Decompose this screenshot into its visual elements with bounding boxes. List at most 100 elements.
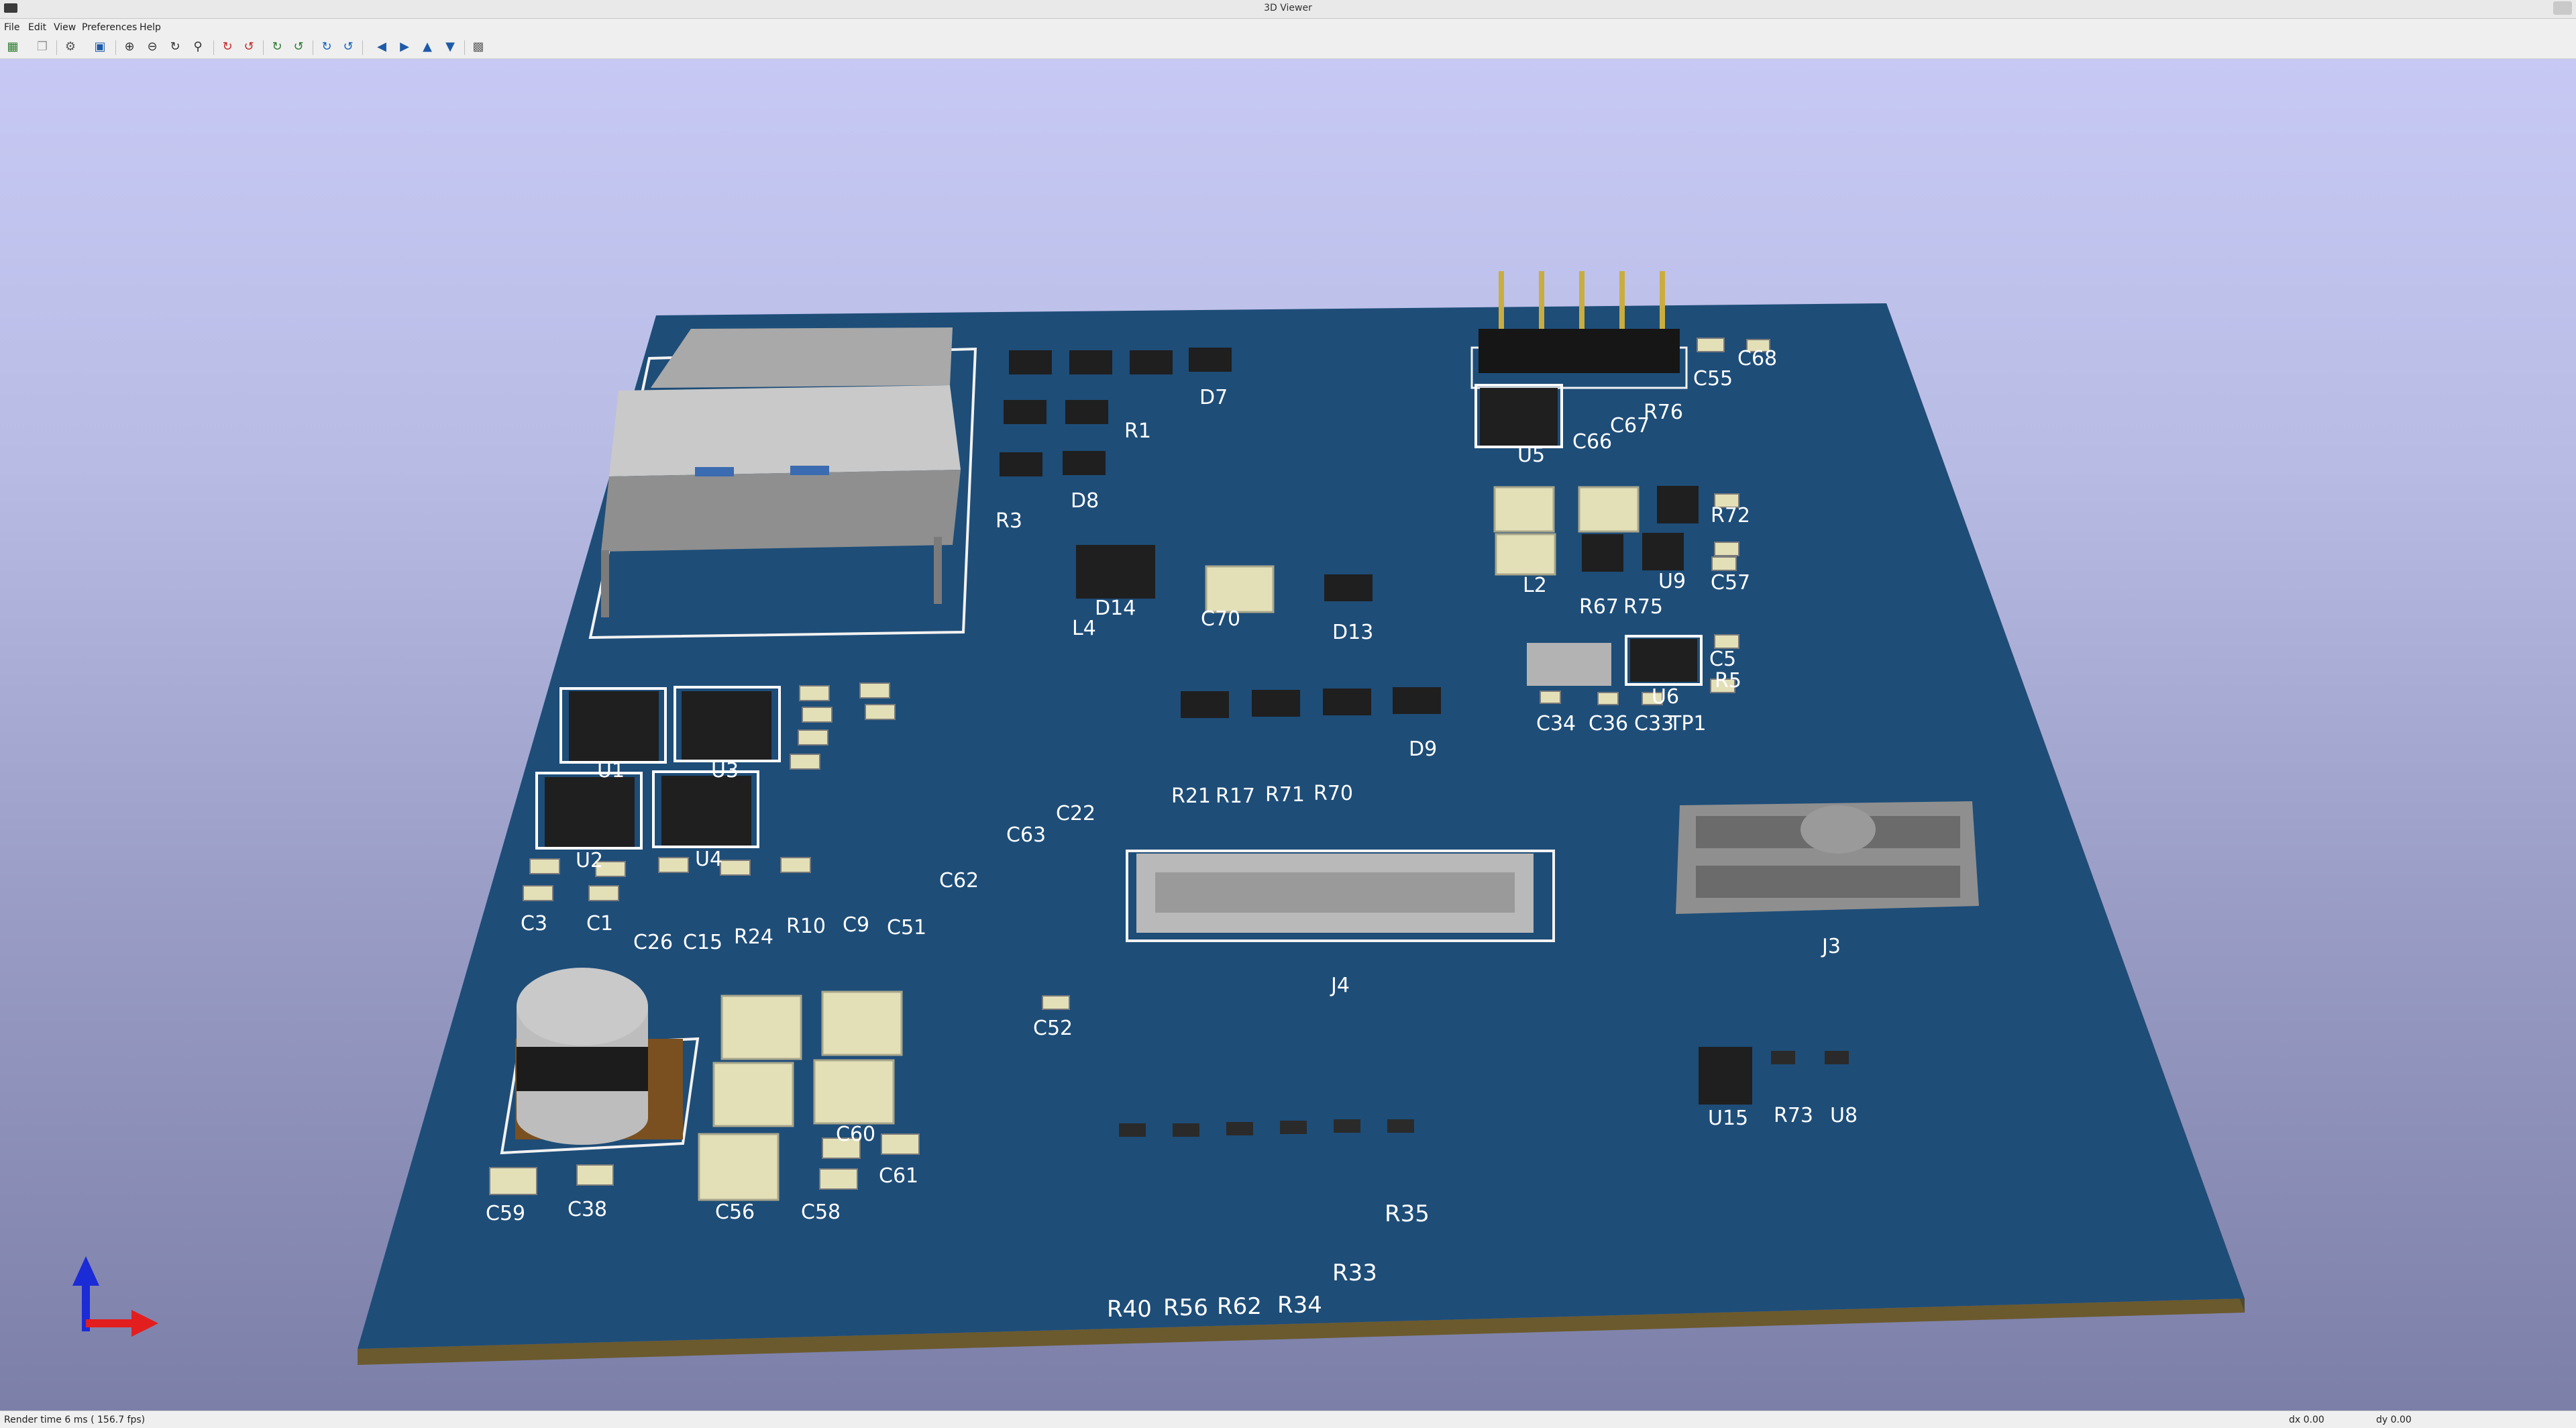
ref-d8: D8: [1071, 489, 1099, 513]
silkscreen-outlines: [535, 384, 1703, 850]
axis-gizmo: [72, 1256, 158, 1337]
ref-tp1: TP1: [1668, 712, 1707, 735]
ref-j3: J3: [1821, 935, 1841, 958]
orthographic-icon[interactable]: ▩: [472, 40, 484, 54]
capacitor-body: [720, 994, 802, 1060]
capacitor-body: [813, 1059, 895, 1125]
3d-viewport[interactable]: D7 R1 R3 D8 U5 C55 C68 C66 C67 R76 R72 L…: [0, 59, 2576, 1411]
dx-status: dx 0.00: [2289, 1415, 2324, 1425]
menu-file[interactable]: File: [4, 22, 20, 33]
menu-view[interactable]: View: [54, 22, 76, 33]
ic-d14: [1076, 545, 1155, 599]
zoom-redraw-icon[interactable]: ↻: [170, 40, 180, 54]
ref-c57: C57: [1711, 571, 1750, 595]
ref-r5: R5: [1715, 669, 1741, 693]
board-edge: [358, 1298, 2245, 1365]
ref-c61: C61: [879, 1164, 918, 1188]
silkscreen-labels-large: R35 R33 R40 R56 R62 R34: [1107, 1201, 1430, 1323]
ref-u4: U4: [695, 848, 722, 871]
rotate-z-cw-icon[interactable]: ↻: [321, 40, 332, 54]
ref-r76: R76: [1644, 401, 1683, 424]
move-right-icon[interactable]: ▶: [400, 40, 409, 54]
ref-c9: C9: [843, 913, 869, 937]
capacitor-body: [698, 1133, 780, 1201]
app-icon: [4, 3, 17, 13]
z-axis-arrowhead: [72, 1256, 99, 1286]
window-titlebar: 3D Viewer: [0, 0, 2576, 19]
menu-help[interactable]: Help: [140, 22, 161, 33]
toolbar-separator: [213, 40, 214, 55]
ref-r70: R70: [1313, 782, 1353, 805]
pin-header: [1470, 271, 1688, 389]
ref-r24: R24: [734, 925, 773, 949]
ref-c63: C63: [1006, 823, 1046, 847]
ic-u1: [569, 691, 659, 761]
ref-c62: C62: [939, 869, 979, 892]
connector-j3: [1676, 801, 1979, 914]
ref-r33: R33: [1332, 1260, 1377, 1286]
ref-c34: C34: [1536, 712, 1576, 735]
rotate-x-ccw-icon[interactable]: ↺: [244, 40, 254, 54]
menu-edit[interactable]: Edit: [28, 22, 47, 33]
ref-u3: U3: [711, 759, 739, 782]
toolbar-separator: [464, 40, 465, 55]
ref-l2: L2: [1523, 574, 1547, 597]
capacitor-body: [821, 990, 903, 1056]
ref-c67: C67: [1610, 414, 1650, 438]
ref-c1: C1: [586, 912, 613, 935]
silkscreen-labels: D7 R1 R3 D8 U5 C55 C68 C66 C67 R76 R72 L…: [486, 347, 1858, 1225]
capacitor-body: [1495, 533, 1556, 576]
sd-card-socket: [588, 327, 977, 640]
settings-icon[interactable]: ⚙: [64, 40, 76, 54]
capacitor-body: [712, 1062, 794, 1127]
ref-l4: L4: [1072, 617, 1096, 640]
window-control-button[interactable]: [2553, 1, 2572, 15]
ref-r21: R21: [1171, 784, 1211, 808]
move-left-icon[interactable]: ◀: [377, 40, 386, 54]
ref-d13: D13: [1332, 621, 1373, 644]
zoom-fit-icon[interactable]: ⚲: [193, 40, 203, 54]
ref-c33: C33: [1634, 712, 1674, 735]
ref-c58: C58: [801, 1201, 841, 1224]
x-axis-arrowhead: [131, 1310, 158, 1337]
reload-board-icon[interactable]: ▦: [7, 40, 19, 54]
capacitor-body: [1205, 565, 1275, 613]
capacitor-body: [1493, 486, 1555, 533]
ref-r1: R1: [1124, 419, 1151, 443]
ref-u5: U5: [1517, 444, 1545, 467]
render-time-status: Render time 6 ms ( 156.7 fps): [4, 1415, 146, 1425]
ref-r56: R56: [1163, 1294, 1208, 1321]
move-up-icon[interactable]: ▲: [423, 40, 432, 54]
ref-u15: U15: [1708, 1107, 1748, 1130]
zoom-in-icon[interactable]: ⊕: [124, 40, 135, 54]
ref-r73: R73: [1774, 1104, 1813, 1127]
ref-c68: C68: [1737, 347, 1777, 370]
ref-c52: C52: [1033, 1017, 1073, 1040]
copy-image-icon[interactable]: ❐: [36, 40, 48, 54]
status-bar: Render time 6 ms ( 156.7 fps) dx 0.00 dy…: [0, 1411, 2576, 1428]
ic-u4: [661, 776, 751, 847]
rotate-y-cw-icon[interactable]: ↻: [272, 40, 282, 54]
sot-packages: [1000, 348, 1699, 718]
ref-c55: C55: [1693, 367, 1733, 391]
render-mode-icon[interactable]: ▣: [94, 40, 106, 54]
ref-r67: R67: [1579, 595, 1619, 619]
menu-preferences[interactable]: Preferences: [82, 22, 138, 33]
rotate-y-ccw-icon[interactable]: ↺: [293, 40, 304, 54]
ref-c26: C26: [633, 931, 673, 954]
ref-c56: C56: [715, 1201, 755, 1224]
ic-u15: [1699, 1047, 1752, 1105]
rotate-x-cw-icon[interactable]: ↻: [222, 40, 233, 54]
ref-u9: U9: [1658, 570, 1686, 593]
ref-c3: C3: [521, 912, 547, 935]
ref-u6: U6: [1652, 685, 1679, 709]
chip-components: [489, 338, 1770, 1195]
ref-c36: C36: [1589, 712, 1628, 735]
toolbar-separator: [56, 40, 57, 55]
zoom-out-icon[interactable]: ⊖: [147, 40, 158, 54]
ref-r72: R72: [1711, 504, 1750, 527]
move-down-icon[interactable]: ▼: [445, 40, 455, 54]
rotate-z-ccw-icon[interactable]: ↺: [343, 40, 354, 54]
capacitor-body: [1578, 486, 1640, 533]
ref-c38: C38: [568, 1198, 607, 1221]
